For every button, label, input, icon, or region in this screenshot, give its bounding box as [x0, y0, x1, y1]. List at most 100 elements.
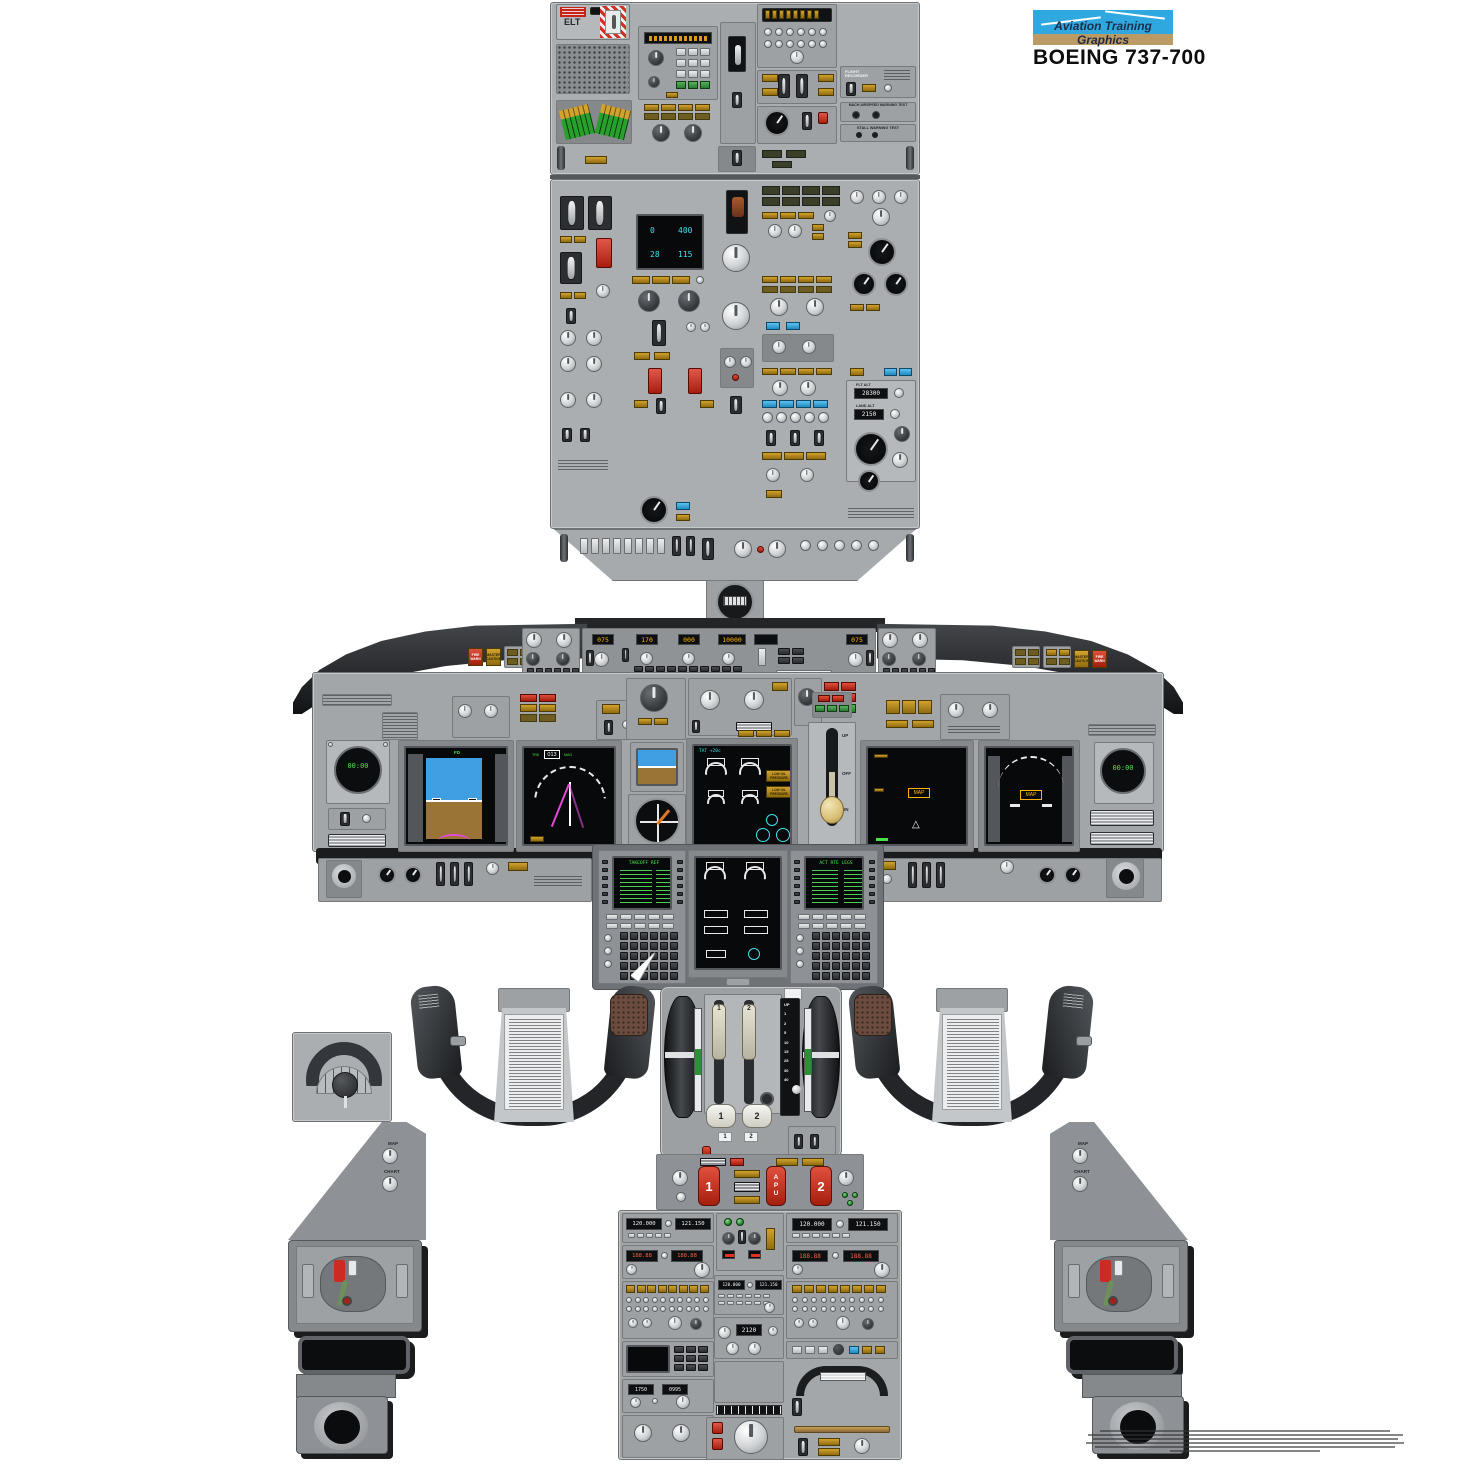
outflow-valve-knob[interactable] [800, 468, 814, 482]
cdu-key[interactable] [620, 942, 628, 950]
nav1-small-knob[interactable] [626, 1264, 637, 1275]
exterior-light-switch[interactable] [851, 540, 862, 551]
service-interphone-switch[interactable] [732, 92, 742, 108]
cdu-key[interactable] [620, 952, 628, 960]
cdu-round-key[interactable] [604, 934, 612, 942]
comm-key[interactable] [832, 1233, 840, 1238]
cdu-key[interactable] [630, 942, 638, 950]
radar-key[interactable] [674, 1346, 684, 1353]
apu-bleed-switch[interactable] [790, 430, 800, 446]
audio-monitor-knob[interactable] [839, 1306, 846, 1312]
engine-button[interactable] [764, 28, 772, 36]
engine-button[interactable] [764, 40, 772, 48]
cdu-function-key[interactable] [648, 923, 660, 929]
audio-filter-knob-fo[interactable] [808, 1318, 818, 1328]
fire-warn-light-capt[interactable]: FIRE WARN [468, 648, 483, 666]
cdu-key[interactable] [852, 952, 860, 960]
cdu-lsk[interactable] [677, 860, 683, 864]
cdu-key[interactable] [822, 962, 830, 970]
irs-transfer-knob[interactable] [586, 330, 602, 346]
left-oxygen-latch[interactable] [396, 1264, 408, 1298]
cdu-key[interactable] [670, 952, 678, 960]
cdu-lsk[interactable] [869, 868, 875, 872]
audio-monitor-knob[interactable] [660, 1306, 666, 1312]
mcp-course-left-knob[interactable] [594, 652, 609, 667]
engine-button[interactable] [808, 40, 816, 48]
maint-button[interactable] [696, 276, 704, 284]
flt-control-switch-cover[interactable] [908, 862, 917, 888]
irs-key[interactable] [688, 59, 698, 67]
comm-key[interactable] [718, 1294, 725, 1298]
temp-selector-knob[interactable] [872, 190, 886, 204]
audio-monitor-knob[interactable] [801, 1306, 808, 1312]
fire-warn-light-fo[interactable]: FIRE WARN [1092, 650, 1107, 668]
cdu-function-key[interactable] [854, 914, 866, 920]
alternate-flaps-guard[interactable] [596, 238, 612, 268]
cdu-function-key[interactable] [826, 914, 838, 920]
mcp-cws-button[interactable] [792, 657, 804, 664]
battery-switch[interactable] [652, 320, 666, 346]
cdu-key[interactable] [822, 972, 830, 980]
temp-selector-knob[interactable] [850, 190, 864, 204]
audio-monitor-knob[interactable] [634, 1297, 641, 1303]
cdu-function-key[interactable] [648, 914, 660, 920]
window-probe-knob[interactable] [824, 210, 836, 222]
gear-lever-handle[interactable] [820, 796, 844, 824]
nav2-tune-knob[interactable] [874, 1262, 890, 1278]
mic-select-key[interactable] [668, 1285, 677, 1293]
window-heat-switch[interactable] [818, 412, 829, 423]
mcp-altitude-knob[interactable] [722, 652, 735, 665]
comm-key[interactable] [655, 1233, 662, 1238]
efis-minimums-knob-fo[interactable] [882, 632, 898, 648]
cdu-key[interactable] [862, 932, 870, 940]
cab-util-knob[interactable] [686, 322, 696, 332]
at-arm-switch[interactable] [622, 648, 629, 662]
source-select-knob[interactable] [586, 356, 602, 372]
press-mode-selector[interactable] [894, 426, 910, 442]
audio-monitor-knob[interactable] [830, 1297, 836, 1303]
panel-lights-knob[interactable] [634, 1424, 652, 1442]
mcp-speed-knob[interactable] [640, 652, 653, 665]
mic-select-key[interactable] [864, 1285, 874, 1293]
mic-select-key[interactable] [636, 1285, 646, 1293]
cdu-key[interactable] [660, 952, 668, 960]
radar-key[interactable] [698, 1346, 708, 1353]
engine-button[interactable] [797, 40, 805, 48]
cdu-key[interactable] [812, 962, 820, 970]
window-heat-switch[interactable] [790, 412, 801, 423]
flood-lights-knob[interactable] [672, 1424, 690, 1442]
master-caution-light-capt[interactable]: MASTER CAUTION [486, 648, 501, 666]
panel-light-knob[interactable] [486, 862, 499, 875]
cdu-key[interactable] [852, 942, 860, 950]
cdu-key[interactable] [630, 952, 638, 960]
mic-select-key[interactable] [852, 1285, 862, 1293]
radar-key[interactable] [686, 1364, 696, 1371]
cargo-detector-select-2[interactable] [748, 1232, 761, 1245]
clock-button[interactable] [383, 742, 388, 747]
ground-interphone-switch[interactable] [732, 150, 742, 166]
comm-key[interactable] [727, 1301, 734, 1305]
door-knob[interactable] [833, 1344, 844, 1355]
radar-key[interactable] [698, 1355, 708, 1362]
n1-set-knob[interactable] [700, 690, 720, 710]
flt-control-toggle[interactable] [464, 862, 473, 886]
irs-key[interactable] [700, 48, 710, 56]
comm-key[interactable] [664, 1233, 671, 1238]
cdu-key[interactable] [660, 932, 668, 940]
cdu-key[interactable] [640, 952, 648, 960]
cdu-key[interactable] [620, 932, 628, 940]
cdu-key[interactable] [650, 972, 658, 980]
stab-trim-cutout-switch-2[interactable] [810, 1134, 819, 1149]
audio-monitor-knob[interactable] [677, 1306, 683, 1312]
comm-key[interactable] [745, 1294, 752, 1298]
mcp-cmd-button[interactable] [778, 648, 790, 655]
mcp-cmd-button[interactable] [792, 648, 804, 655]
mic-select-key[interactable] [699, 1285, 709, 1293]
cdu-key[interactable] [640, 972, 648, 980]
nav1-tune-knob[interactable] [694, 1262, 710, 1278]
fo-ptt-switch[interactable] [854, 994, 892, 1036]
cdu-lsk[interactable] [677, 884, 683, 888]
adf-knob-left[interactable] [630, 1397, 641, 1408]
cdu-key[interactable] [650, 942, 658, 950]
trim-air-knob[interactable] [772, 340, 786, 354]
